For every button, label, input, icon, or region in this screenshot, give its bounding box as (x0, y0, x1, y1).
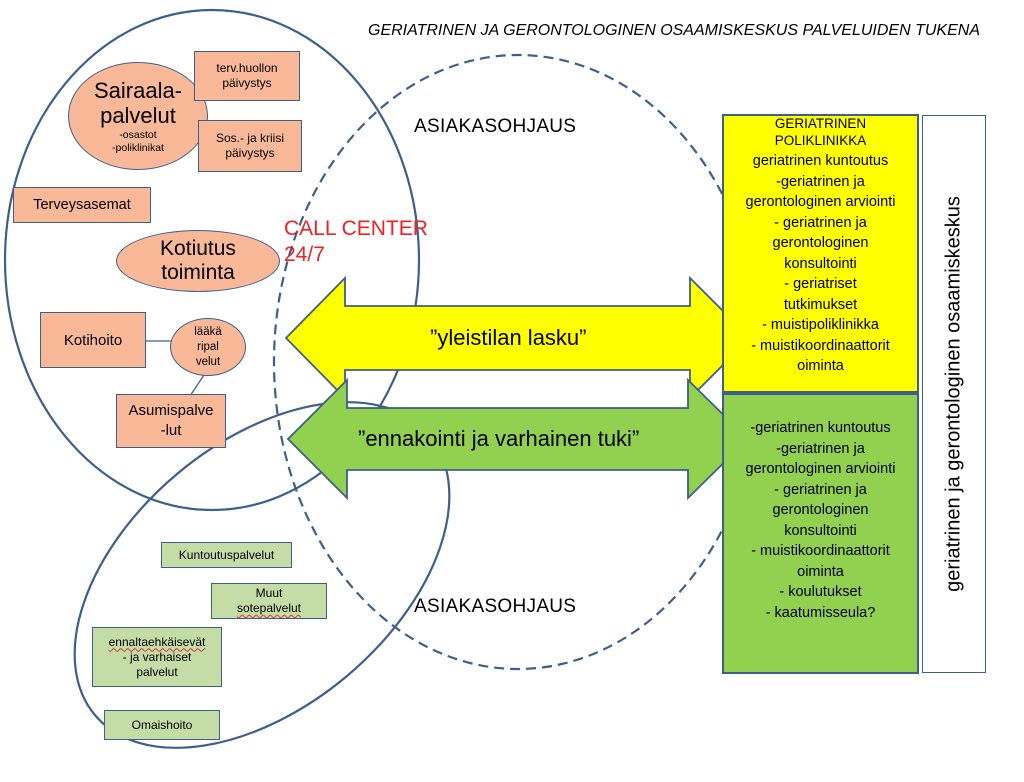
yellow-panel-line: -geriatrinen ja (776, 173, 865, 190)
kotiutus-line2: toiminta (161, 261, 235, 284)
sairaala-sub2: -poliklinikat (112, 141, 164, 154)
upper-services-ellipse (3, 8, 421, 512)
yellow-panel-line: - geriatrinen ja (774, 214, 867, 231)
sos-line2: päivystys (225, 146, 275, 160)
muut-line2: sotepalvelut (236, 601, 302, 615)
sairaala-sub1: -osastot (119, 128, 157, 141)
asumis-line2: -lut (160, 422, 182, 439)
sairaala-line2: palvelut (100, 102, 176, 128)
green-panel-line: oiminta (797, 563, 844, 580)
osaamiskeskus-vertical-box: geriatrinen ja gerontologinen osaamiskes… (922, 115, 986, 673)
green-panel-line: - geriatrinen ja (774, 481, 867, 498)
laakaripalvelut-node: lääkä ripal velut (170, 318, 246, 376)
green-panel-line: -geriatrinen kuntoutus (750, 420, 891, 436)
diagram-title: GERIATRINEN JA GERONTOLOGINEN OSAAMISKES… (368, 22, 980, 39)
asiakasohjaus-bottom-label: ASIAKASOHJAUS (414, 596, 577, 617)
asiakasohjaus-top-label: ASIAKASOHJAUS (414, 116, 577, 137)
green-panel-line: gerontologinen (772, 502, 869, 518)
green-panel-line: - muistikoordinaattorit (751, 543, 890, 559)
ennalta-line3: palvelut (136, 664, 178, 679)
connector-laakaripalvelut-asumispalvelut (189, 371, 207, 397)
yellow-panel-line: konsultointi (784, 255, 857, 272)
yellow-panel-line: oiminta (797, 358, 844, 374)
asumispalvelut-node: Asumispalve -lut (116, 394, 226, 448)
kotihoito-node: Kotihoito (40, 312, 146, 368)
sos-line1: Sos.- ja kriisi (215, 131, 284, 145)
laaka-line2: ripal (197, 340, 219, 353)
laaka-line3: velut (195, 355, 221, 368)
yellow-panel-line: POLIKLINIKKA (774, 133, 867, 148)
ennaltaehkaisevat-palvelut-node: ennaltaehkäisevät - ja varhaiset palvelu… (92, 627, 222, 687)
yellow-panel-line: geriatrinen kuntoutus (752, 153, 889, 169)
terv-line1: terv.huollon (216, 61, 278, 75)
call-center-line1: CALL CENTER (284, 217, 428, 240)
asumis-line1: Asumispalve (128, 402, 214, 419)
kuntoutuspalvelut-node: Kuntoutuspalvelut (161, 542, 292, 568)
yellow-panel-line: - geriatriset (784, 276, 857, 292)
yellow-panel-line: gerontologinen (772, 235, 869, 251)
terveysasemat-node: Terveysasemat (13, 187, 151, 223)
green-panel-line: -geriatrinen ja (776, 440, 865, 457)
yellow-panel-line: - muistikoordinaattorit (751, 337, 890, 354)
yellow-arrow-text: ”yleistilan lasku” (430, 325, 587, 350)
green-panel-line: - koulutukset (779, 584, 862, 600)
green-panel-bg (722, 393, 919, 674)
green-arrow-text: ”ennakointi ja varhainen tuki” (358, 426, 640, 451)
green-panel-line: - kaatumisseula? (765, 604, 876, 621)
sairaala-line1: Sairaala- (93, 77, 183, 103)
ennalta-line1: ennaltaehkäisevät (108, 634, 206, 649)
osaamiskeskus-vertical-label: geriatrinen ja gerontologinen osaamiskes… (942, 196, 965, 592)
terv-line2: päivystys (222, 76, 272, 90)
laaka-line1: lääkä (194, 325, 222, 338)
yellow-panel-line: gerontologinen arviointi (745, 194, 896, 210)
sairaalapalvelut-node: Sairaala- palvelut -osastot -poliklinika… (68, 62, 208, 170)
terv-huollon-paivystys-node: terv.huollon päivystys (194, 51, 300, 101)
osaamiskeskus-services-panel: -geriatrinen kuntoutus -geriatrinen ja g… (723, 418, 918, 668)
ennalta-line2: - ja varhaiset (122, 649, 192, 664)
green-panel-line: gerontologinen arviointi (745, 461, 896, 477)
green-panel-line: konsultointi (784, 522, 857, 539)
call-center-line2: 24/7 (284, 243, 325, 266)
muut-sotepalvelut-node: Muut sotepalvelut (211, 583, 327, 619)
kotiutustoiminta-node: Kotiutus toiminta (116, 230, 280, 292)
yellow-panel-bg (722, 114, 919, 393)
terveysasemat-label: Terveysasemat (33, 197, 131, 213)
yellow-panel-line: - muistipoliklinikka (762, 317, 879, 333)
call-center-label: CALL CENTER 24/7 (284, 216, 428, 268)
sos-kriisi-paivystys-node: Sos.- ja kriisi päivystys (198, 120, 302, 172)
geriatrinen-poliklinikka-panel: GERIATRINEN POLIKLINIKKA geriatrinen kun… (723, 115, 918, 392)
omaishoito-label: Omaishoito (131, 717, 193, 732)
kotihoito-label: Kotihoito (63, 331, 123, 349)
yellow-panel-line: GERIATRINEN (774, 116, 867, 131)
kotiutus-line1: Kotiutus (160, 237, 236, 260)
muut-line1: Muut (255, 586, 283, 600)
kuntoutus-label: Kuntoutuspalvelut (178, 547, 275, 562)
yellow-panel-line: tutkimukset (783, 296, 858, 313)
omaishoito-node: Omaishoito (104, 710, 220, 740)
